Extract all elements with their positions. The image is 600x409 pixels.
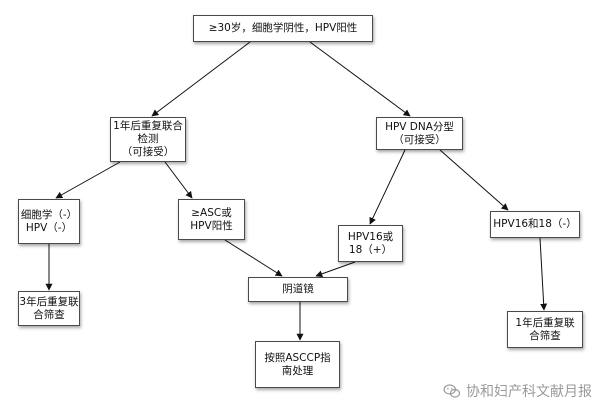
node-repeat-1yr: 1年后重复联 合筛查 — [507, 311, 583, 348]
node-asc-or-hpv-positive: ≥ASC或 HPV阳性 — [178, 199, 245, 240]
node-repeat-3yr: 3年后重复联 合筛查 — [18, 291, 80, 326]
arrow-cotest-to-asc — [164, 161, 193, 199]
arrow-asc-to-colposcopy — [224, 239, 283, 277]
arrow-genotype-to-16-18-neg — [439, 149, 509, 211]
node-cytology-hpv-negative: 细胞学（-） HPV（-） — [18, 199, 80, 244]
watermark-text: 协和妇产科文献月报 — [466, 384, 592, 400]
node-hpv16-18-negative: HPV16和18（-） — [490, 211, 580, 238]
node-hpv-genotyping: HPV DNA分型 （可接受） — [376, 117, 463, 150]
node-hpv16-18-positive: HPV16或 18（+） — [338, 225, 403, 262]
node-repeat-cotest-1yr: 1年后重复联合 检测 （可接受） — [110, 117, 186, 162]
arrow-root-to-genotype — [309, 41, 411, 117]
node-root-condition: ≥30岁，细胞学阴性，HPV阳性 — [193, 15, 373, 42]
wechat-icon — [443, 384, 461, 398]
watermark: 协和妇产科文献月报 — [443, 381, 592, 401]
node-colposcopy: 阴道镜 — [248, 277, 348, 302]
arrow-root-to-cotest — [151, 41, 251, 117]
arrow-genotype-to-16-18-pos — [369, 149, 406, 225]
arrow-16-18-pos-to-colposcopy — [315, 261, 356, 278]
node-asccp-guideline: 按照ASCCP指 南处理 — [255, 341, 340, 388]
arrow-cotest-to-negative — [55, 161, 121, 199]
arrow-16-18-neg-to-1yr — [539, 237, 548, 311]
